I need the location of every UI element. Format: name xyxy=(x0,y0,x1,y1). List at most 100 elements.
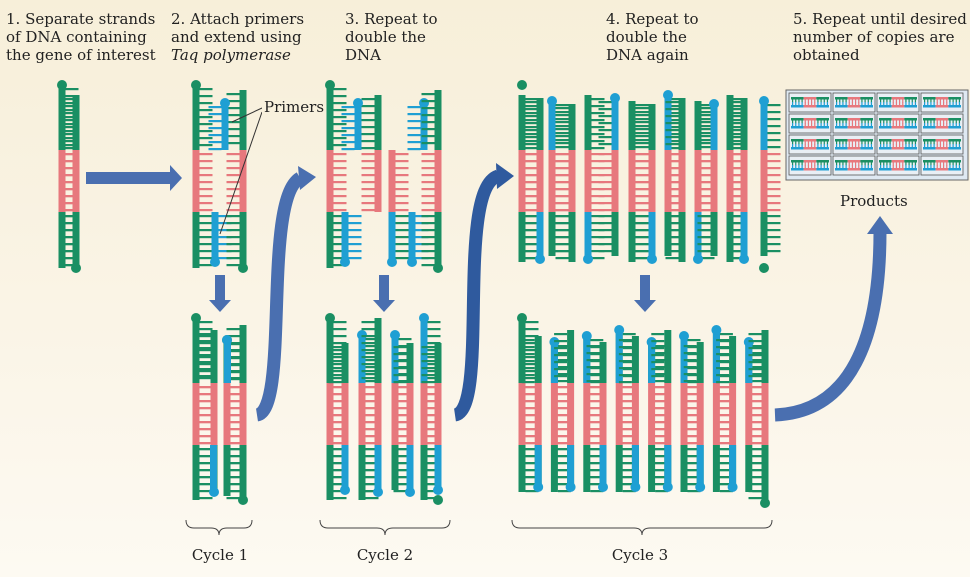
strand-end-knob xyxy=(610,93,620,103)
product-copy xyxy=(832,134,876,155)
primer-section xyxy=(536,212,544,259)
primer-section xyxy=(631,445,639,487)
template-strand xyxy=(59,95,81,273)
cycle-3-label: Cycle 3 xyxy=(611,546,669,564)
dna-strand xyxy=(421,343,442,490)
strand-end-knob xyxy=(407,257,417,267)
strand-end-knob xyxy=(759,96,769,106)
product-copy xyxy=(788,155,832,176)
template-strand xyxy=(421,90,443,273)
primer-section xyxy=(664,445,672,487)
dna-strands xyxy=(57,80,781,508)
down-arrow xyxy=(373,275,395,312)
strand-end-knob xyxy=(739,254,749,264)
strand-end-knob xyxy=(533,482,544,492)
primer-strand xyxy=(210,212,232,267)
primer-section xyxy=(341,445,349,490)
primer-section xyxy=(567,445,575,487)
product-copy xyxy=(920,92,964,113)
cycle-braces xyxy=(185,519,773,536)
strand-end-knob xyxy=(433,485,443,495)
primer-section xyxy=(615,330,623,383)
strand-end-knob xyxy=(711,325,722,335)
primer-section xyxy=(712,330,720,383)
product-copy xyxy=(788,113,832,134)
strand-end-knob xyxy=(433,495,443,505)
strand-end-knob xyxy=(57,80,67,90)
strand-end-knob xyxy=(325,313,335,323)
primer-pointer xyxy=(231,107,263,123)
strand-end-knob xyxy=(405,487,415,497)
strand-end-knob xyxy=(353,98,363,108)
primer-section xyxy=(760,101,768,150)
process-arrows xyxy=(86,163,893,422)
cycle-2-label: Cycle 2 xyxy=(356,546,414,564)
primer-section xyxy=(534,445,542,487)
strand-end-knob xyxy=(565,482,576,492)
strand-end-knob xyxy=(630,482,641,492)
strand-end-knob xyxy=(663,90,673,100)
strand-end-knob xyxy=(759,263,769,273)
primer-section xyxy=(648,212,656,259)
primer-section xyxy=(694,212,702,259)
primer-section xyxy=(224,340,231,383)
product-copy xyxy=(876,92,920,113)
strand-end-knob xyxy=(238,263,248,273)
dna-strand xyxy=(748,330,769,503)
strand-end-knob xyxy=(390,330,400,340)
template-strand xyxy=(191,80,213,268)
primer-section xyxy=(388,212,396,262)
strand-end-knob xyxy=(419,313,429,323)
strand-end-knob xyxy=(614,325,625,335)
primer-section xyxy=(434,445,442,490)
template-strand xyxy=(325,80,347,268)
product-copy xyxy=(876,113,920,134)
strand-end-knob xyxy=(191,80,201,90)
primer-section xyxy=(391,335,399,383)
products-label: Products xyxy=(840,192,908,210)
strand-end-knob xyxy=(760,498,770,508)
strand-end-knob xyxy=(695,482,706,492)
primer-section xyxy=(420,318,428,383)
right-arrow xyxy=(86,165,182,191)
strand-end-knob xyxy=(191,313,201,323)
strand-end-knob xyxy=(662,482,673,492)
strand-end-knob xyxy=(517,313,527,323)
product-copy xyxy=(920,134,964,155)
dna-strand xyxy=(665,98,686,262)
primer-section xyxy=(406,445,414,492)
primer-strand xyxy=(208,98,230,151)
primer-section xyxy=(210,445,217,490)
strand-end-knob xyxy=(373,487,383,497)
s-curve-arrow-cycle2 xyxy=(452,163,514,422)
product-copy xyxy=(920,155,964,176)
strand-end-knob xyxy=(727,482,738,492)
strand-end-knob xyxy=(547,96,557,106)
cycle-brace xyxy=(185,519,253,536)
primer-section xyxy=(696,445,704,487)
s-curve-arrow-cycle1 xyxy=(253,166,316,422)
down-arrow xyxy=(634,275,656,312)
strand-end-knob xyxy=(340,485,350,495)
strand-end-knob xyxy=(709,99,719,109)
strand-end-knob xyxy=(210,257,220,267)
strand-end-knob xyxy=(71,263,81,273)
cycle-brace xyxy=(319,519,451,536)
primer-section xyxy=(729,445,737,487)
product-copy xyxy=(876,134,920,155)
dna-strand xyxy=(555,104,576,262)
primer-section xyxy=(740,212,748,259)
primer-strand xyxy=(341,98,363,151)
cycle-brace xyxy=(511,519,773,536)
strand-end-knob xyxy=(647,254,657,264)
primer-pointer xyxy=(219,111,263,235)
primer-section xyxy=(374,445,382,492)
strand-end-knob xyxy=(583,254,593,264)
primer-section xyxy=(584,212,592,259)
product-copy xyxy=(832,92,876,113)
